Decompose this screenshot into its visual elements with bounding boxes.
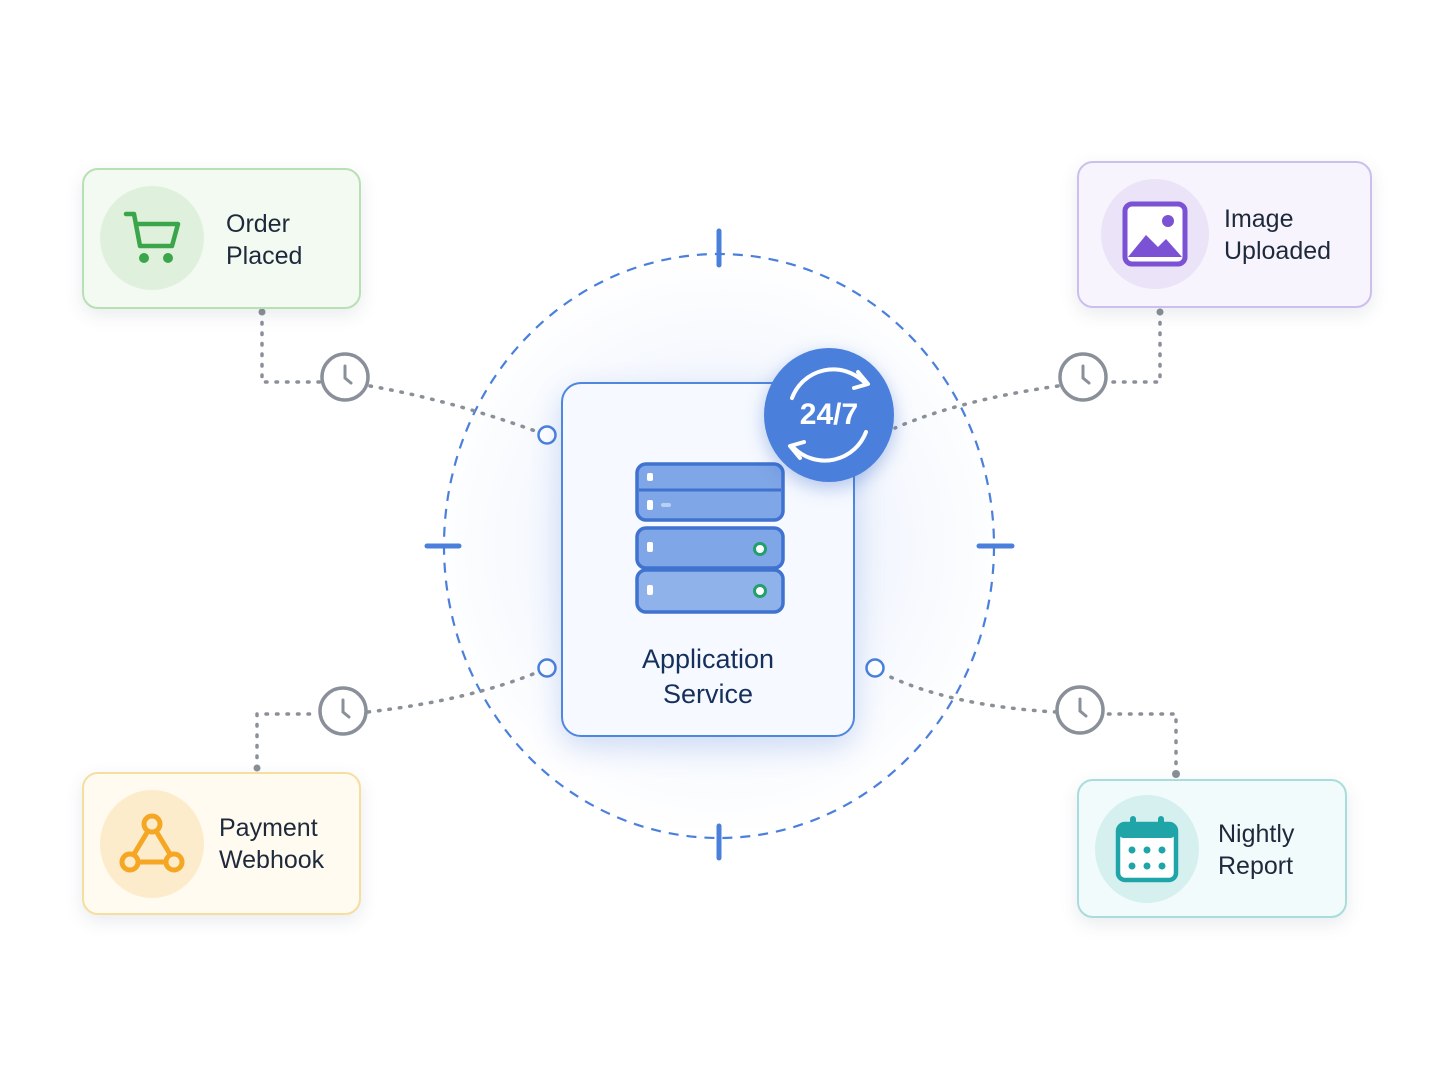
- event-label: Nightly Report: [1218, 820, 1295, 880]
- icon-disc: [100, 790, 204, 898]
- connector-nightly-report: [882, 672, 1178, 776]
- service-title: Application Service: [641, 644, 775, 709]
- event-card-nightly-report[interactable]: Nightly Report: [1077, 779, 1347, 918]
- icon-disc: [100, 186, 204, 290]
- icon-disc: [1101, 179, 1209, 289]
- clock-icon: [318, 686, 368, 736]
- event-label: Image Uploaded: [1224, 205, 1332, 265]
- icon-disc: [1095, 795, 1199, 903]
- shopping-cart-icon: [123, 211, 181, 263]
- port-top-left: [537, 425, 557, 445]
- connector-image-uploaded: [893, 310, 1162, 430]
- event-card-image-uploaded[interactable]: Image Uploaded: [1077, 161, 1372, 308]
- refresh-cycle-icon: [788, 367, 870, 463]
- event-card-payment-webhook[interactable]: Payment Webhook: [82, 772, 361, 915]
- image-icon: [1122, 201, 1188, 267]
- calendar-icon: [1115, 816, 1179, 883]
- clock-icon: [320, 352, 370, 402]
- port-bottom-right: [865, 658, 885, 678]
- connector-payment-webhook: [255, 670, 540, 770]
- clock-icon: [1055, 685, 1105, 735]
- event-card-order-placed[interactable]: Order Placed: [82, 168, 361, 309]
- clock-icon: [1058, 352, 1108, 402]
- webhook-icon: [119, 813, 185, 873]
- server-stack-icon: [635, 462, 785, 614]
- always-on-badge: 24/7: [764, 348, 894, 482]
- connector-order-placed: [260, 310, 540, 434]
- event-label: Order Placed: [226, 210, 303, 270]
- port-bottom-left: [537, 658, 557, 678]
- event-label: Payment Webhook: [219, 814, 325, 874]
- badge-label: 24/7: [799, 398, 859, 431]
